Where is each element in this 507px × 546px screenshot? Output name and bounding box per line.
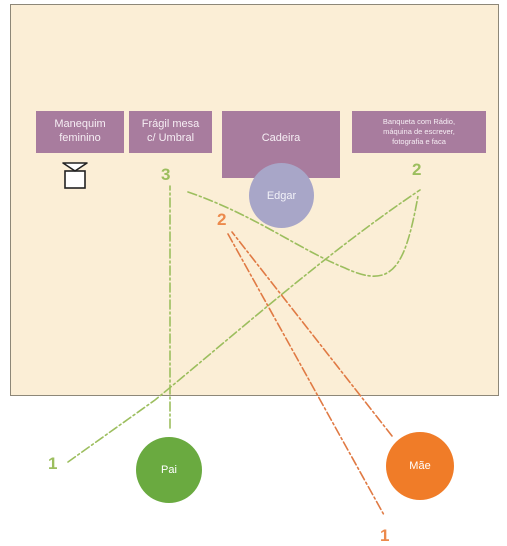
prop-mesa-label-line2: c/ Umbral [146, 132, 195, 144]
pai-path-curve [187, 191, 419, 277]
character-edgar: Edgar [249, 163, 314, 228]
prop-fragil-mesa: Frágil mesa c/ Umbral [129, 111, 212, 153]
path-number-banqueta: 2 [412, 160, 422, 179]
path-number-mae-stage: 2 [217, 210, 227, 229]
path-number-mae-exit: 1 [380, 526, 390, 545]
prop-mesa-label-line1: Frágil mesa [141, 118, 200, 131]
stool-icon [62, 162, 88, 189]
character-mae: Mãe [386, 432, 454, 500]
pai-path-entry [67, 189, 421, 463]
path-number-mesa: 3 [161, 165, 171, 184]
prop-manequim-feminino: Manequim feminino [36, 111, 124, 153]
prop-banqueta-label-line2: máquina de escrever, [383, 126, 455, 136]
prop-manequim-label-line2: feminino [59, 132, 101, 144]
prop-banqueta-label-line3: fotografia e faca [392, 137, 446, 147]
prop-manequim-label-line1: Manequim [54, 118, 106, 131]
prop-cadeira-label: Cadeira [261, 131, 301, 144]
character-mae-label: Mãe [409, 460, 431, 472]
mae-path-exit [227, 233, 385, 516]
prop-banqueta: Banqueta com Rádio, máquina de escrever,… [352, 111, 486, 153]
character-pai: Pai [136, 437, 202, 503]
path-number-pai-entry: 1 [48, 454, 58, 473]
mae-path-entry [231, 231, 393, 437]
character-pai-label: Pai [161, 464, 177, 476]
character-edgar-label: Edgar [266, 189, 297, 202]
prop-banqueta-label-line1: Banqueta com Rádio, [382, 116, 456, 126]
